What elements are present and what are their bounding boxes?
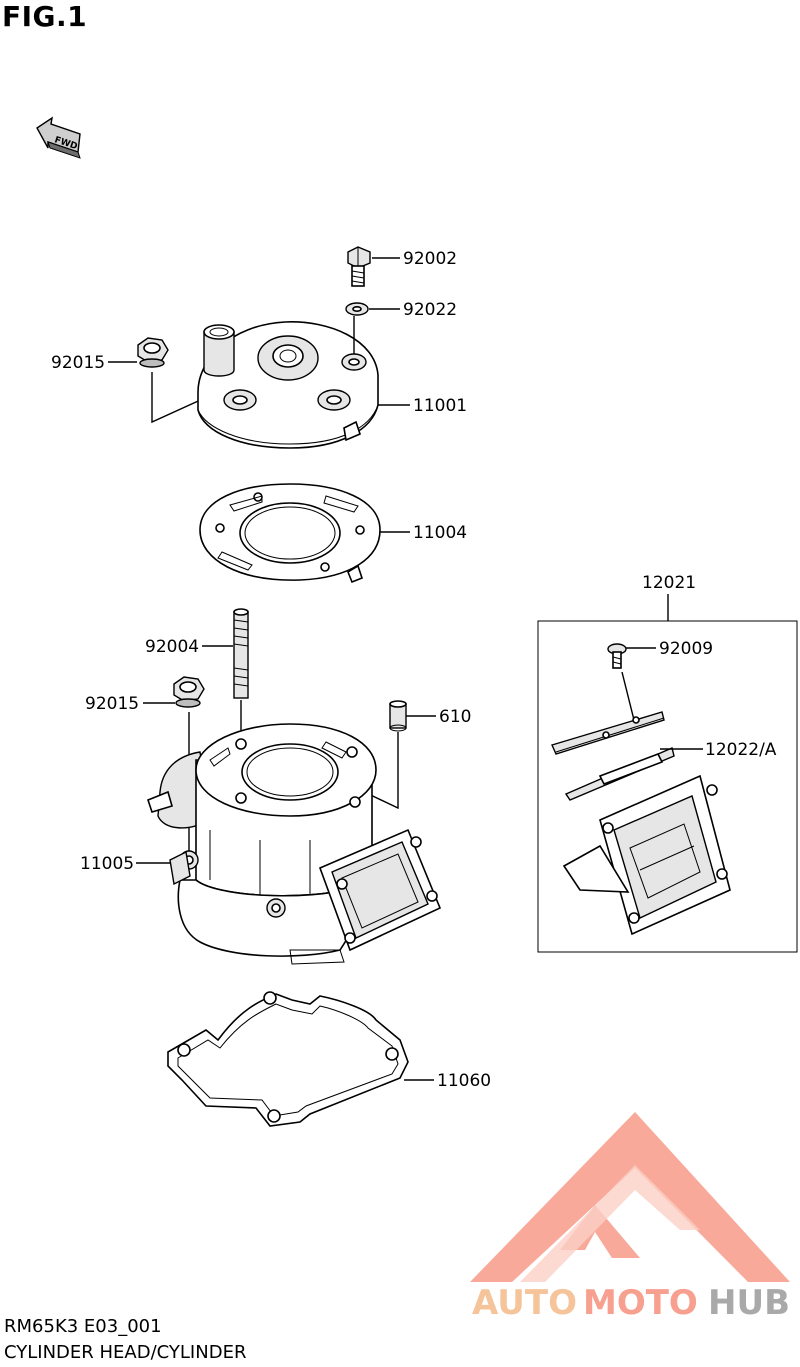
dowel-610 xyxy=(389,700,407,732)
figure-title: FIG.1 xyxy=(2,0,88,33)
label-12022A: 12022/A xyxy=(705,740,777,760)
reed-petal-12022A xyxy=(564,747,675,801)
label-11001: 11001 xyxy=(413,396,467,416)
reed-stopper-plate xyxy=(551,711,665,755)
watermark-hub-text: HUB xyxy=(708,1283,790,1323)
label-610: 610 xyxy=(439,707,471,727)
model-code: RM65K3 E03_001 xyxy=(4,1316,162,1337)
label-12021: 12021 xyxy=(642,573,696,593)
nut-92015-mid xyxy=(173,676,205,708)
fwd-arrow-icon: FWD xyxy=(36,116,81,159)
label-92015-top: 92015 xyxy=(51,353,105,373)
watermark-auto-text: AUTO xyxy=(472,1283,577,1323)
label-92015-mid: 92015 xyxy=(85,694,139,714)
head-gasket-11004 xyxy=(199,483,381,584)
label-11005: 11005 xyxy=(80,854,134,874)
label-92002: 92002 xyxy=(403,249,457,269)
nut-92015-top xyxy=(137,337,169,368)
watermark-logo: AUTO MOTO HUB xyxy=(470,1112,790,1323)
reed-cage xyxy=(562,774,731,936)
bolt-92002 xyxy=(347,246,371,287)
label-92022: 92022 xyxy=(403,300,457,320)
section-name: CYLINDER HEAD/CYLINDER xyxy=(4,1342,247,1363)
cylinder-11005 xyxy=(147,723,442,965)
cylinder-head-11001 xyxy=(197,321,379,449)
label-92004: 92004 xyxy=(145,637,199,657)
washer-92022 xyxy=(345,302,369,316)
label-92009: 92009 xyxy=(659,639,713,659)
watermark-moto-text: MOTO xyxy=(583,1283,698,1323)
base-gasket-11060 xyxy=(167,991,409,1127)
stud-92004 xyxy=(233,608,249,699)
label-11060: 11060 xyxy=(437,1071,491,1091)
screw-92009 xyxy=(607,643,627,669)
label-11004: 11004 xyxy=(413,523,467,543)
